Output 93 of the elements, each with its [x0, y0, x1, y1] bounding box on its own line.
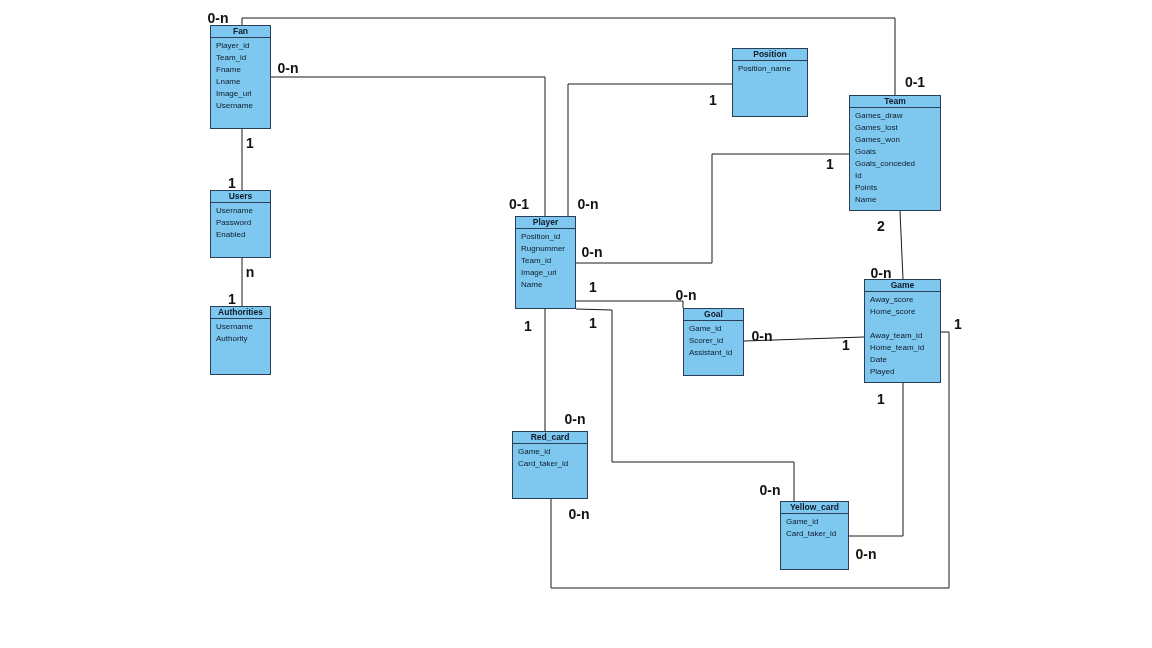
attribute-name: Enabled	[216, 229, 247, 241]
multiplicity-label: 0-n	[855, 547, 877, 561]
entity-table	[683, 308, 744, 376]
entity-name: Yellow_card	[781, 502, 848, 514]
entity-table	[780, 501, 849, 570]
attribute-name: Password	[216, 217, 253, 229]
relationship-line	[575, 308, 795, 502]
multiplicity-label: 0-1	[904, 75, 926, 89]
entity-name: Game	[865, 280, 940, 292]
multiplicity-label: 1	[826, 157, 834, 171]
entity-table	[515, 216, 576, 309]
relationship-line	[544, 308, 546, 432]
relationship-line	[241, 17, 896, 96]
attribute-name: Game_id	[689, 323, 723, 335]
multiplicity-label: n	[245, 265, 255, 279]
entity-name: Fan	[211, 26, 270, 38]
attribute-name: Scorer_id	[689, 335, 725, 347]
attribute-name: Home_score	[870, 306, 917, 318]
multiplicity-label: 0-n	[207, 11, 229, 25]
relationship-line	[899, 210, 904, 280]
multiplicity-label: 1	[524, 319, 532, 333]
attribute-name: Played	[870, 366, 896, 378]
attribute-name: Home_team_id	[870, 342, 926, 354]
attribute-name: Game_id	[518, 446, 552, 458]
entity-name: Authorities	[211, 307, 270, 319]
relationship-line	[567, 83, 733, 217]
entity-table	[210, 306, 271, 375]
entity-name: Goal	[684, 309, 743, 321]
attribute-name: Name	[521, 279, 544, 291]
multiplicity-label: 0-1	[508, 197, 530, 211]
multiplicity-label: 1	[228, 176, 236, 190]
attribute-name: Image_url	[216, 88, 253, 100]
relationship-line	[575, 300, 684, 309]
multiplicity-label: 1	[246, 136, 254, 150]
multiplicity-label: 0-n	[759, 483, 781, 497]
multiplicity-label: 0-n	[277, 61, 299, 75]
attribute-name: Authority	[216, 333, 249, 345]
entity-table	[512, 431, 588, 499]
attribute-name: Name	[855, 194, 878, 206]
multiplicity-label: 0-n	[675, 288, 697, 302]
multiplicity-label: 0-n	[751, 329, 773, 343]
attribute-name: Goals	[855, 146, 877, 158]
attribute-name: Assistant_id	[689, 347, 734, 359]
multiplicity-label: 0-n	[870, 266, 892, 280]
attribute-name: Team_id	[216, 52, 248, 64]
relationship-line	[270, 76, 546, 217]
attribute-name: Lname	[216, 76, 242, 88]
attribute-name: Rugnummer	[521, 243, 566, 255]
multiplicity-label: 1	[228, 292, 236, 306]
attribute-name: Player_id	[216, 40, 251, 52]
relationship-line	[241, 257, 243, 307]
relationship-line	[241, 128, 243, 191]
multiplicity-label: 1	[954, 317, 962, 331]
relationship-line	[848, 382, 904, 537]
attribute-name: Card_taker_id	[518, 458, 570, 470]
relationship-line	[743, 336, 865, 342]
entity-name: Red_card	[513, 432, 587, 444]
attribute-name: Games_won	[855, 134, 901, 146]
attribute-name: Username	[216, 321, 254, 333]
multiplicity-label: 1	[589, 316, 597, 330]
attribute-name: Position_name	[738, 63, 792, 75]
attribute-name: Points	[855, 182, 879, 194]
relationship-line	[550, 331, 950, 589]
entity-table	[864, 279, 941, 383]
attribute-name: Image_url	[521, 267, 558, 279]
attribute-name: Away_team_id	[870, 330, 924, 342]
multiplicity-label: 1	[589, 280, 597, 294]
multiplicity-label: 1	[709, 93, 717, 107]
entity-name: Users	[211, 191, 270, 203]
attribute-name: Games_draw	[855, 110, 904, 122]
attribute-name: Fname	[216, 64, 242, 76]
entity-table	[210, 25, 271, 129]
attribute-name: Away_score	[870, 294, 915, 306]
attribute-name: Id	[855, 170, 863, 182]
attribute-name: Goals_conceded	[855, 158, 917, 170]
entity-table	[849, 95, 941, 211]
entity-table	[210, 190, 271, 258]
attribute-name: Date	[870, 354, 888, 366]
attribute-name: Card_taker_id	[786, 528, 838, 540]
relationship-line	[575, 153, 850, 264]
entity-table	[732, 48, 808, 117]
attribute-name: Username	[216, 205, 254, 217]
entity-name: Player	[516, 217, 575, 229]
attribute-name: Team_id	[521, 255, 553, 267]
multiplicity-label: 0-n	[581, 245, 603, 259]
attribute-name: Game_id	[786, 516, 820, 528]
multiplicity-label: 1	[842, 338, 850, 352]
multiplicity-label: 0-n	[577, 197, 599, 211]
attribute-name: Username	[216, 100, 254, 112]
attribute-name: Position_id	[521, 231, 562, 243]
entity-name: Position	[733, 49, 807, 61]
attribute-name: Games_lost	[855, 122, 899, 134]
entity-name: Team	[850, 96, 940, 108]
